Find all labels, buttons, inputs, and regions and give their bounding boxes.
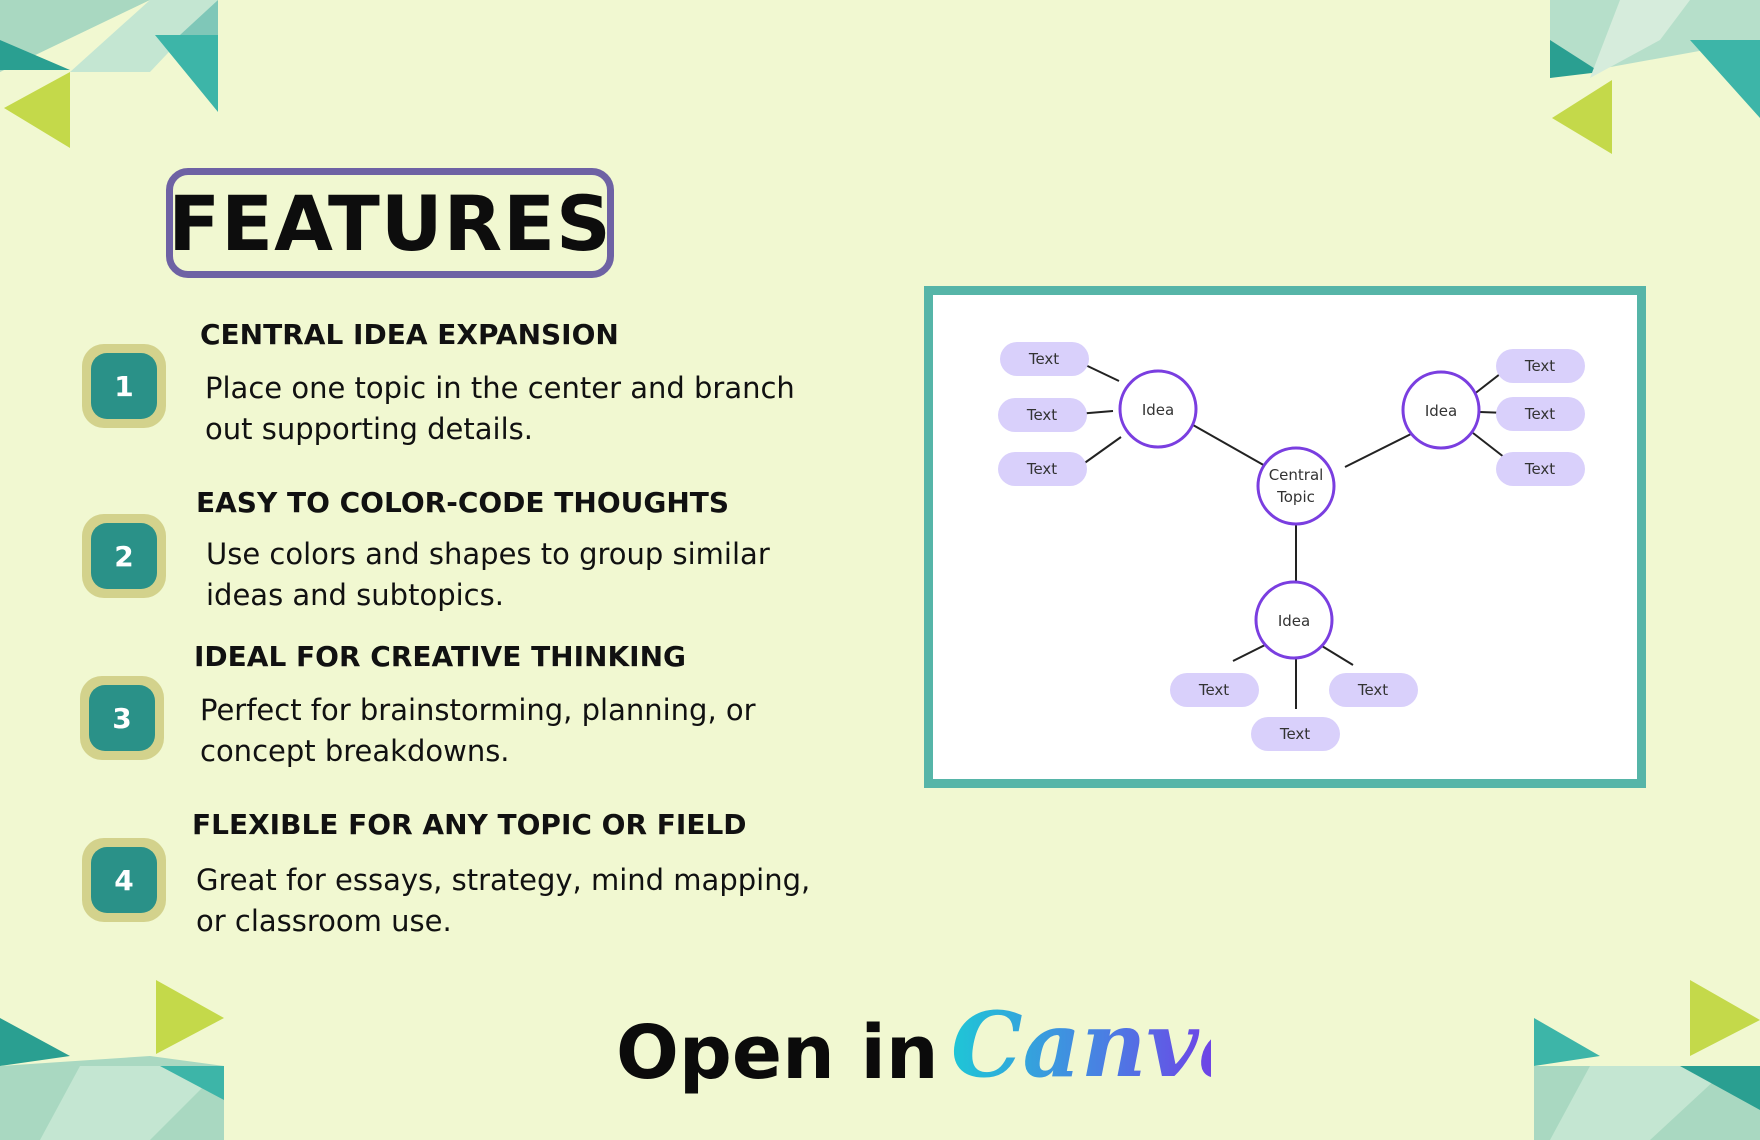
top-left-decoration [0, 0, 218, 148]
text-pill-label: Text [1028, 350, 1059, 368]
text-pill-label: Text [1198, 681, 1229, 699]
feature-number: 4 [91, 847, 157, 913]
text-pill-label: Text [1524, 460, 1555, 478]
feature-description: Great for essays, strategy, mind mapping… [196, 863, 811, 938]
feature-title: FLEXIBLE FOR ANY TOPIC OR FIELD [192, 808, 747, 841]
text-pill [1251, 717, 1340, 751]
top-right-decoration [1550, 0, 1760, 154]
idea-label: Idea [1142, 401, 1174, 419]
canva-logo: Canva [951, 996, 1211, 1096]
idea-label: Idea [1425, 402, 1457, 420]
text-pill [1496, 452, 1585, 486]
text-pill-label: Text [1279, 725, 1310, 743]
text-pill [998, 398, 1087, 432]
text-pill [1170, 673, 1259, 707]
text-pill-label: Text [1026, 460, 1057, 478]
bottom-left-decoration [0, 980, 224, 1140]
idea-label: Idea [1278, 612, 1310, 630]
features-heading-box: FEATURES [166, 168, 614, 278]
text-pill [1329, 673, 1418, 707]
text-pill [1496, 349, 1585, 383]
feature-description: Place one topic in the center and branch… [205, 371, 795, 446]
feature-number: 2 [91, 523, 157, 589]
bottom-right-decoration [1534, 980, 1760, 1140]
idea-node [1254, 580, 1334, 660]
text-pill [998, 452, 1087, 486]
mind-map-preview: Idea Idea Idea Central Topic Text Text T… [924, 286, 1646, 788]
feature-title: EASY TO COLOR-CODE THOUGHTS [196, 486, 730, 519]
feature-description: Perfect for brainstorming, planning, or … [200, 693, 756, 768]
svg-text:Canva: Canva [951, 996, 1211, 1096]
mind-map-diagram: Idea Idea Idea Central Topic Text Text T… [998, 342, 1585, 751]
feature-number: 1 [91, 353, 157, 419]
features-heading: FEATURES [168, 178, 612, 268]
feature-title: IDEAL FOR CREATIVE THINKING [194, 640, 686, 673]
text-pill-label: Text [1524, 357, 1555, 375]
feature-number-badge: 1 [82, 344, 166, 428]
central-topic-label: Central [1269, 466, 1324, 484]
text-pill-label: Text [1026, 406, 1057, 424]
central-topic-label: Topic [1276, 488, 1315, 506]
central-topic-node [1256, 446, 1336, 526]
feature-title: CENTRAL IDEA EXPANSION [200, 318, 619, 351]
feature-description: Use colors and shapes to group similar i… [206, 537, 770, 612]
open-in-canva-link[interactable]: Open in Canva [616, 996, 1211, 1096]
text-pill [1496, 397, 1585, 431]
text-pill [1000, 342, 1089, 376]
text-pill-label: Text [1357, 681, 1388, 699]
feature-number: 3 [89, 685, 155, 751]
feature-number-badge: 4 [82, 838, 166, 922]
open-in-text: Open in [616, 1010, 939, 1096]
idea-node [1118, 369, 1198, 449]
text-pill-label: Text [1524, 405, 1555, 423]
idea-node [1401, 370, 1481, 450]
feature-number-badge: 3 [80, 676, 164, 760]
feature-number-badge: 2 [82, 514, 166, 598]
